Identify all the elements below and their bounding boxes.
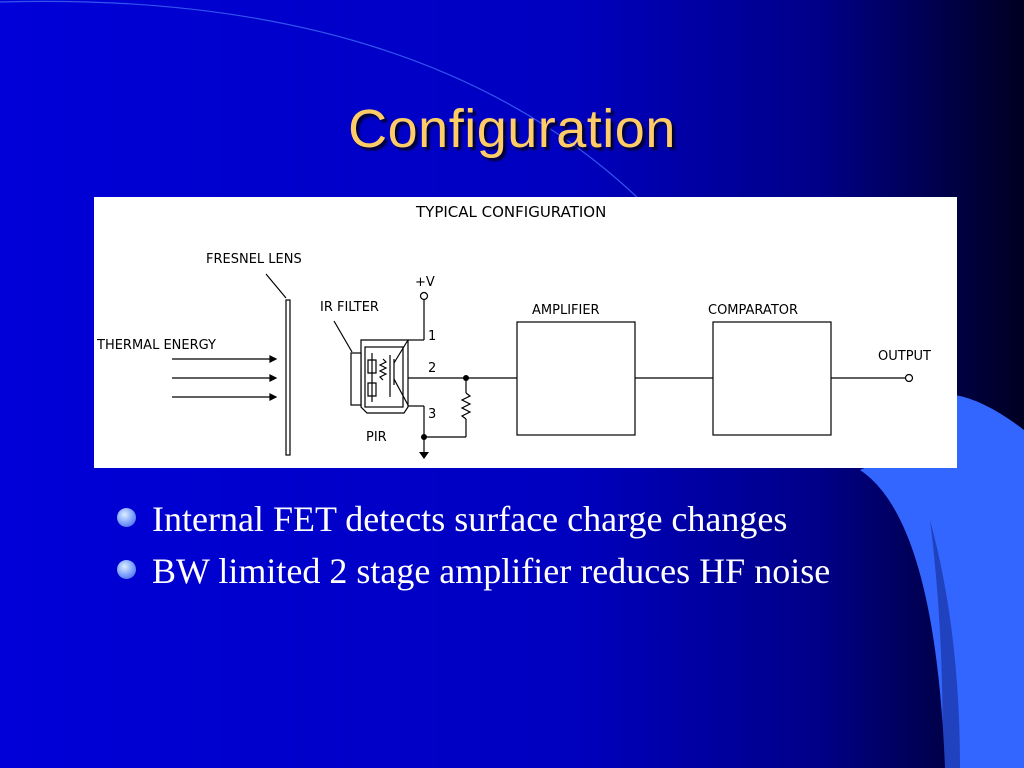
comparator-label: COMPARATOR: [708, 303, 798, 318]
amplifier-block: [516, 321, 636, 436]
slide-title: Configuration: [348, 99, 676, 159]
fresnel-lens: [285, 299, 291, 456]
thermal-energy-arrows: [172, 355, 278, 401]
bullet-item: Internal FET detects surface charge chan…: [116, 496, 916, 542]
node-junction-ground: [421, 434, 427, 440]
ground-symbol: [419, 452, 429, 459]
pin-2-label: 2: [428, 361, 436, 376]
supply-label: +V: [415, 275, 435, 290]
diagram-caption: TYPICAL CONFIGURATION: [415, 203, 606, 221]
bullet-item: BW limited 2 stage amplifier reduces HF …: [116, 548, 916, 594]
decorative-curve-shape: [860, 395, 1024, 768]
supply-terminal: [419, 291, 429, 301]
decorative-curve-dark: [930, 520, 960, 768]
amplifier-label: AMPLIFIER: [532, 303, 600, 318]
comparator-block: [712, 321, 832, 436]
output-label: OUTPUT: [878, 349, 931, 364]
pin-1-label: 1: [428, 329, 436, 344]
pin-3-label: 3: [428, 407, 436, 422]
ir-filter-pointer: [333, 320, 353, 353]
pir-wiring: [408, 300, 517, 455]
node-junction-output: [463, 375, 469, 381]
decorative-arc-line: [0, 0, 641, 201]
fresnel-lens-label: FRESNEL LENS: [206, 252, 302, 267]
bullet-dot-icon: [117, 508, 136, 527]
fresnel-lens-pointer: [265, 273, 287, 299]
thermal-energy-label: THERMAL ENERGY: [96, 338, 216, 353]
bullet-text: Internal FET detects surface charge chan…: [152, 499, 788, 539]
bullet-dot-icon: [117, 560, 136, 579]
pir-sensor: [350, 339, 409, 414]
configuration-diagram: TYPICAL CONFIGURATION FRESNEL LENS THERM…: [94, 197, 957, 468]
output-terminal: [904, 373, 914, 383]
bullet-text: BW limited 2 stage amplifier reduces HF …: [152, 551, 831, 591]
ir-filter-label: IR FILTER: [320, 300, 379, 315]
bullet-list: Internal FET detects surface charge chan…: [116, 496, 916, 600]
pir-label: PIR: [366, 430, 387, 445]
